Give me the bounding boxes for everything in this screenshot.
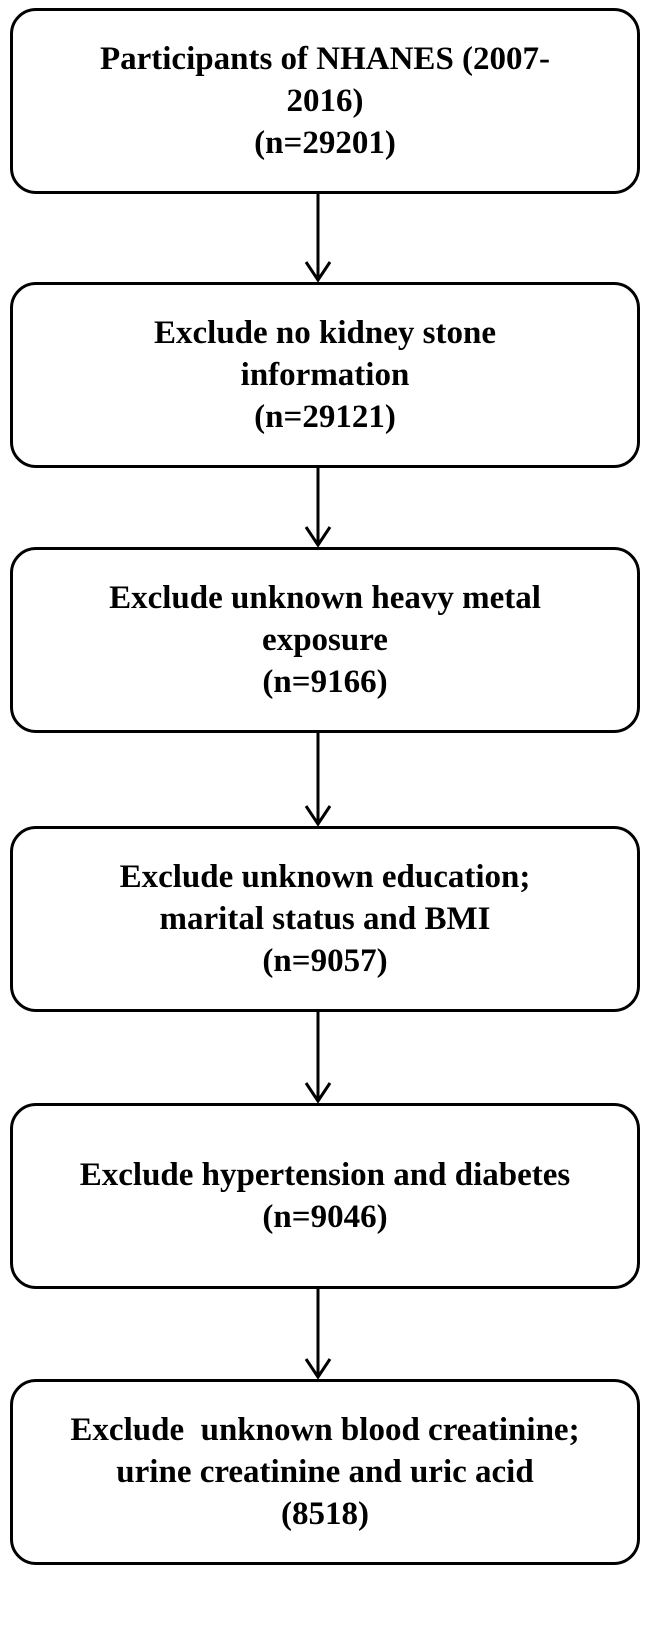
arrow-4	[304, 1012, 332, 1104]
step-education-box: Exclude unknown education; marital statu…	[10, 826, 640, 1012]
step-count: (n=9166)	[262, 664, 388, 700]
step-line: Exclude unknown education;	[119, 859, 531, 895]
arrow-1	[304, 194, 332, 283]
step-count: (n=29201)	[254, 125, 396, 161]
arrow-5	[304, 1289, 332, 1380]
step-hypertension-box: Exclude hypertension and diabetes (n=904…	[10, 1103, 640, 1289]
step-count: (n=9046)	[262, 1199, 388, 1235]
step-line: Exclude hypertension and diabetes	[79, 1157, 571, 1193]
step-line: marital status and BMI	[159, 901, 491, 937]
step-count: (n=9057)	[262, 943, 388, 979]
step-line: Exclude unknown heavy metal	[109, 580, 541, 616]
step-line: 2016)	[286, 83, 364, 119]
step-count: (8518)	[281, 1496, 369, 1532]
step-heavy-metal-box: Exclude unknown heavy metal exposure (n=…	[10, 547, 640, 733]
step-creatinine-box: Exclude unknown blood creatinine; urine …	[10, 1379, 640, 1565]
step-line: Exclude no kidney stone	[154, 315, 496, 351]
step-line: information	[240, 357, 410, 393]
step-participants-box: Participants of NHANES (2007- 2016) (n=2…	[10, 8, 640, 194]
arrow-3	[304, 733, 332, 827]
step-line: exposure	[262, 622, 388, 658]
step-line: Participants of NHANES (2007-	[99, 41, 551, 77]
step-kidney-stone-box: Exclude no kidney stone information (n=2…	[10, 282, 640, 468]
step-line: Exclude unknown blood creatinine;	[70, 1412, 580, 1448]
arrow-2	[304, 468, 332, 548]
step-line: urine creatinine and uric acid	[116, 1454, 534, 1490]
step-count: (n=29121)	[254, 399, 396, 435]
